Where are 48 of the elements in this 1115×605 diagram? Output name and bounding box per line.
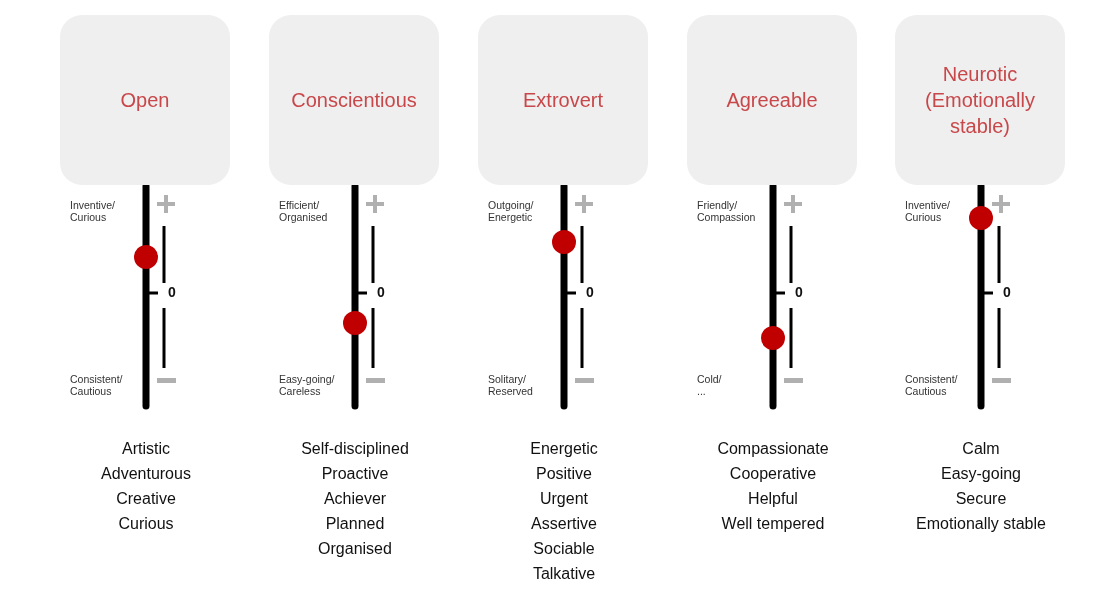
scale-label: Efficient/ Organised — [279, 199, 328, 223]
category-title: Conscientious — [290, 88, 418, 113]
scale-value: 0 — [795, 284, 803, 300]
trait-word: Artistic — [121, 439, 171, 459]
trait-word: Helpful — [747, 489, 799, 509]
scale-label: Cold/ ... — [697, 373, 722, 397]
trait-word: Cooperative — [728, 464, 818, 484]
scale-value: 0 — [1003, 284, 1011, 300]
trait-word: Creative — [115, 489, 177, 509]
category-box — [895, 15, 1065, 185]
trait-word: Sociable — [532, 539, 596, 559]
category-title: Extrovert — [522, 88, 604, 113]
scale-value: 0 — [168, 284, 176, 300]
category-title: Neurotic (Emotionally stable) — [923, 62, 1036, 139]
scale-value: 0 — [377, 284, 385, 300]
trait-word: Proactive — [320, 464, 390, 484]
scale-label: Friendly/ Compassion — [697, 199, 756, 223]
scale-label: Inventive/ Curious — [70, 199, 115, 223]
trait-word: Adventurous — [100, 464, 192, 484]
scale-label: Outgoing/ Energetic — [488, 199, 534, 223]
scale-value: 0 — [586, 284, 594, 300]
scale-label: Solitary/ Reserved — [488, 373, 533, 397]
category-title: Agreeable — [725, 88, 819, 113]
trait-word: Curious — [117, 514, 175, 534]
trait-word: Assertive — [530, 514, 598, 534]
scale-label: Consistent/ Cautious — [905, 373, 958, 397]
trait-word: Easy-going — [939, 464, 1022, 484]
category-box — [687, 15, 857, 185]
category-box — [269, 15, 439, 185]
trait-word: Calm — [961, 439, 1001, 459]
trait-word: Achiever — [322, 489, 388, 509]
scale-label: Inventive/ Curious — [905, 199, 950, 223]
trait-word: Urgent — [539, 489, 589, 509]
category-box — [478, 15, 648, 185]
category-box — [60, 15, 230, 185]
trait-word: Energetic — [529, 439, 599, 459]
trait-word: Planned — [324, 514, 386, 534]
trait-word: Talkative — [531, 564, 597, 584]
scale-label: Easy-going/ Careless — [279, 373, 335, 397]
category-title: Open — [119, 88, 171, 113]
trait-word: Self-disciplined — [300, 439, 410, 459]
trait-word: Secure — [954, 489, 1008, 509]
scale-label: Consistent/ Cautious — [70, 373, 123, 397]
trait-word: Positive — [535, 464, 593, 484]
trait-word: Organised — [317, 539, 393, 559]
trait-word: Well tempered — [720, 514, 826, 534]
trait-word: Emotionally stable — [915, 514, 1047, 534]
trait-word: Compassionate — [716, 439, 830, 459]
